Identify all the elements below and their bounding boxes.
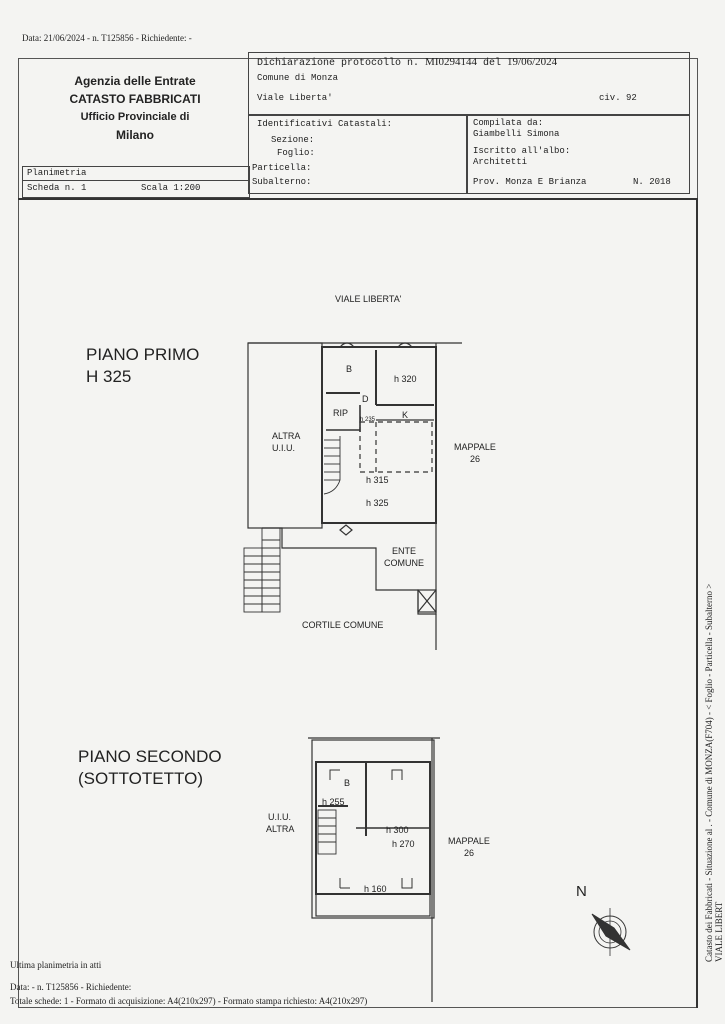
- plan-second-floor: [308, 737, 440, 1002]
- declaration-comune: Comune di Monza: [257, 73, 339, 83]
- attic-balcony: [315, 893, 431, 917]
- plan-first-floor: [243, 342, 462, 650]
- ente-label: ENTE: [392, 546, 416, 556]
- plan1-title-line1: PIANO PRIMO: [86, 345, 200, 364]
- declaration-del: del: [483, 58, 502, 69]
- declaration-civ: civ. 92: [599, 93, 637, 103]
- compiler-label: Compilata da:: [473, 118, 544, 128]
- sheet-scala: Scala 1:200: [141, 183, 201, 193]
- agency-name: Agenzia delle Entrate: [74, 74, 196, 88]
- sheet-scheda: Scheda n. 1: [27, 183, 87, 193]
- attic-mappale-label: MAPPALE: [448, 836, 490, 846]
- room-b-label: B: [346, 364, 352, 374]
- declaration-street: Viale Liberta': [257, 93, 333, 103]
- unit-outline: [321, 346, 437, 524]
- side-cadastral-caption: Catasto dei Fabbricati - Situazione al .…: [704, 583, 714, 962]
- identifiers-sezione: Sezione:: [271, 135, 315, 145]
- compiler-box: Compilata da: Giambelli Simona Iscritto …: [466, 114, 690, 194]
- comune-label: COMUNE: [384, 558, 424, 568]
- request-header-line: Data: 21/06/2024 - n. T125856 - Richiede…: [22, 33, 192, 43]
- elevator-shaft: [417, 589, 437, 613]
- room-h315-label: h 315: [366, 475, 389, 485]
- room-rip-label: RIP: [333, 408, 348, 418]
- altra-uiu-label: U.I.U.: [272, 443, 295, 453]
- altra-label: ALTRA: [272, 431, 300, 441]
- room-k-label: K: [402, 410, 408, 420]
- identifiers-particella: Particella:: [252, 163, 312, 173]
- bay-window-right: [397, 342, 413, 348]
- plan2-title-line2: (SOTTOTETTO): [78, 769, 203, 788]
- room-d-label: D: [362, 394, 369, 404]
- attic-h160-label: h 160: [364, 884, 387, 894]
- identifiers-subalterno: Subalterno:: [252, 177, 312, 187]
- attic-b-label: B: [344, 778, 350, 788]
- external-stair: [243, 527, 281, 613]
- mappale-label: MAPPALE: [454, 442, 496, 452]
- compiler-name: Giambelli Simona: [473, 129, 560, 139]
- street-label: VIALE LIBERTA': [335, 294, 402, 304]
- attic-h300-label: h 300: [386, 825, 409, 835]
- attic-altra-label: ALTRA: [266, 824, 294, 834]
- elevator-cross-b: [417, 589, 437, 613]
- agency-city: Milano: [116, 128, 154, 142]
- north-label: N: [576, 883, 587, 900]
- spiral-stair: [323, 436, 341, 495]
- identifiers-title: Identificativi Catastali:: [257, 119, 393, 129]
- declaration-date: 19/06/2024: [507, 56, 558, 68]
- footer-data-line: Data: - n. T125856 - Richiedente:: [10, 982, 132, 992]
- plan2-title: PIANO SECONDO (SOTTOTETTO): [78, 746, 222, 790]
- identifiers-box: Identificativi Catastali: Sezione: Fogli…: [248, 114, 468, 194]
- side-street-caption: VIALE LIBERT: [714, 901, 724, 962]
- declaration-number: MI0294144: [425, 56, 477, 68]
- mappale-number: 26: [470, 454, 480, 464]
- bay-window-left: [339, 342, 355, 348]
- room-h320-label: h 320: [394, 374, 417, 384]
- cortile-label: CORTILE COMUNE: [302, 620, 383, 630]
- sheet-divider: [23, 180, 249, 181]
- attic-stair: [317, 809, 337, 855]
- plan1-title: PIANO PRIMO H 325: [86, 344, 199, 388]
- plan1-title-line2: H 325: [86, 367, 132, 386]
- albo-label: Iscritto all'albo:: [473, 146, 571, 156]
- attic-h270-label: h 270: [392, 839, 415, 849]
- dashed-ceiling: [359, 421, 433, 473]
- attic-uiu-label: U.I.U.: [268, 812, 291, 822]
- footer-last-plan: Ultima planimetria in atti: [10, 960, 102, 970]
- sheet-planimetria: Planimetria: [27, 168, 87, 178]
- sheet-box: Planimetria Scheda n. 1 Scala 1:200: [22, 166, 250, 198]
- skylights: [329, 769, 413, 889]
- declaration-box: Dichiarazione protocollo n. MI0294144 de…: [248, 52, 690, 116]
- drawing-frame: [18, 198, 698, 1008]
- attic-mappale-number: 26: [464, 848, 474, 858]
- compiler-number: N. 2018: [633, 177, 671, 187]
- declaration-label: Dichiarazione protocollo n.: [257, 58, 420, 69]
- compiler-province: Prov. Monza E Brianza: [473, 177, 587, 187]
- room-h235-label: h 235: [360, 417, 376, 423]
- room-h325-label: h 325: [366, 498, 389, 508]
- north-arrow: [591, 908, 631, 956]
- identifiers-foglio: Foglio:: [277, 148, 315, 158]
- agency-office: Ufficio Provinciale di: [80, 111, 190, 123]
- attic-outer: [311, 739, 435, 919]
- albo-value: Architetti: [473, 157, 528, 167]
- agency-block: Agenzia delle Entrate CATASTO FABBRICATI…: [35, 72, 235, 144]
- agency-catasto: CATASTO FABBRICATI: [69, 92, 201, 106]
- declaration-protocol: Dichiarazione protocollo n. MI0294144 de…: [257, 56, 557, 69]
- attic-h255-label: h 255: [322, 797, 345, 807]
- footer-format-line: Totale schede: 1 - Formato di acquisizio…: [10, 996, 368, 1006]
- ente-comune-outline: [262, 527, 437, 615]
- lamp-symbol: [339, 524, 353, 536]
- plan2-title-line1: PIANO SECONDO: [78, 747, 222, 766]
